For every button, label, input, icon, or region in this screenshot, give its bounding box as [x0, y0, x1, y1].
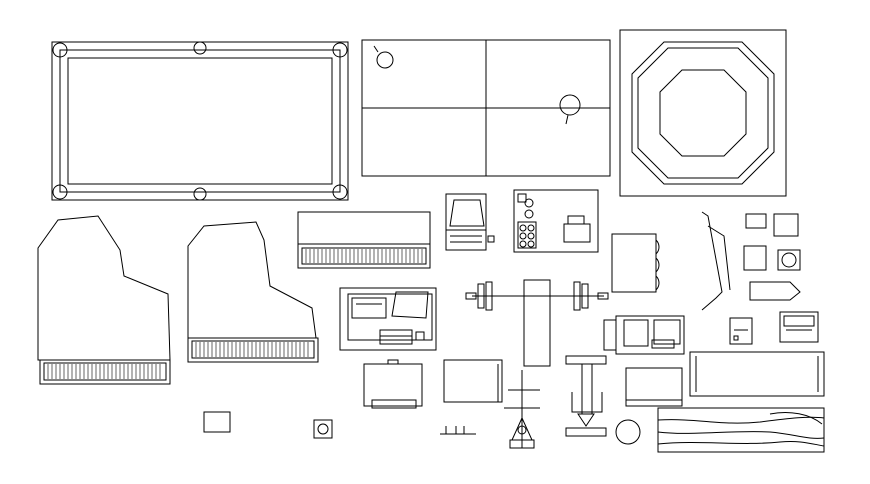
pool-table: [52, 42, 348, 200]
misc-dial-icon: [318, 424, 328, 434]
misc-small-panel: [204, 412, 230, 432]
wood-grain-board: [658, 408, 824, 452]
misc-panel-icon: [744, 246, 766, 270]
misc-camera-icon: [746, 214, 766, 228]
small-cabinet: [626, 368, 682, 406]
upright-keyboard: [298, 212, 430, 268]
octagon-boxing-ring: [620, 30, 786, 196]
radio-device: [780, 312, 818, 342]
misc-small-box: [314, 420, 332, 438]
misc-arrow-plaque-icon: [750, 282, 800, 300]
desk-computer-station: [340, 288, 436, 350]
game-table-console: [514, 190, 598, 252]
grand-piano-small: [188, 222, 318, 362]
trophy-stand: [702, 212, 730, 310]
loudspeaker-cabinet: [612, 234, 659, 292]
suitcase-case: [364, 360, 422, 408]
long-counter: [690, 352, 824, 396]
tennis-court: [362, 40, 610, 176]
arcade-machine: [604, 316, 684, 354]
exercise-station: [566, 356, 606, 436]
speaker-small: [778, 250, 800, 270]
flat-panel-cabinet: [444, 360, 502, 402]
misc-device-icon: [774, 214, 798, 236]
barbell-bench: [466, 280, 608, 366]
misc-round-icon: [616, 420, 640, 444]
grand-piano-large: [38, 216, 170, 384]
tv-stand: [730, 318, 752, 344]
misc-rack-icon: [440, 426, 476, 434]
weight-machine: [504, 370, 540, 448]
television-monitor: [446, 194, 494, 250]
